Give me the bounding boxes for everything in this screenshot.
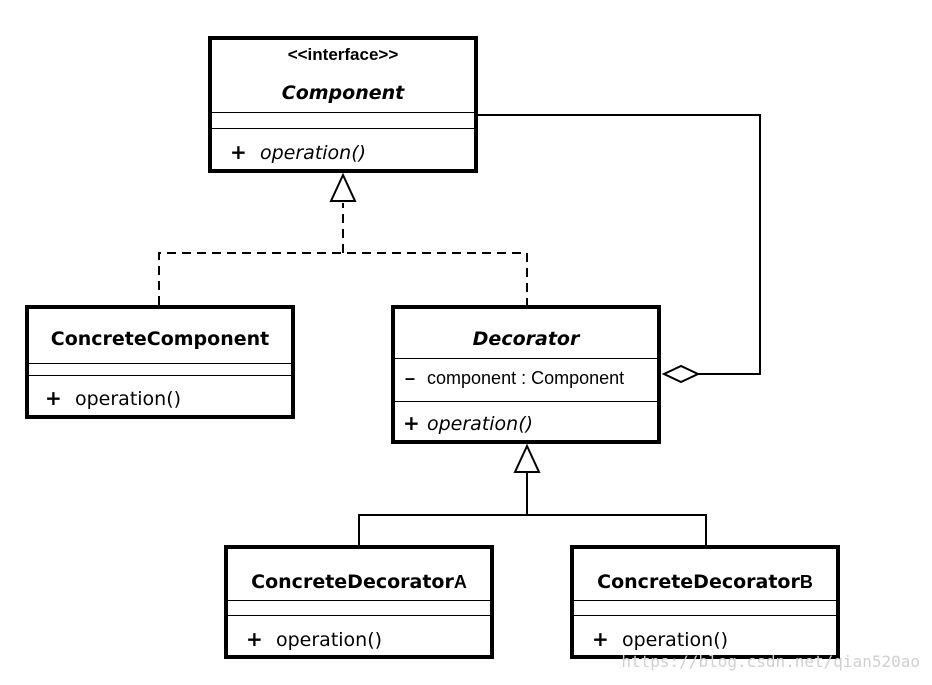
- aggregation-diamond: [661, 364, 701, 384]
- class-concrete-decorator-b: ConcreteDecoratorB + operation(): [570, 545, 840, 659]
- attribute-divider: [212, 112, 474, 113]
- operation-label: operation(): [427, 413, 534, 435]
- class-name: Component: [281, 82, 405, 104]
- class-name-suffix: B: [799, 572, 813, 592]
- attribute-divider: [574, 600, 836, 601]
- aggregation-connector: [477, 114, 761, 384]
- attribute-divider: [395, 358, 657, 359]
- class-name: ConcreteComponent: [50, 328, 270, 350]
- operation-divider: [29, 375, 291, 376]
- operation-row: + operation(): [45, 386, 181, 410]
- attribute-row: –component : Component: [405, 368, 624, 389]
- visibility-private: –: [405, 368, 416, 388]
- class-name-row: ConcreteDecoratorB: [574, 571, 836, 593]
- class-concrete-component: ConcreteComponent + operation(): [25, 305, 295, 419]
- class-name: ConcreteDecorator: [597, 571, 800, 593]
- visibility-public: +: [246, 627, 263, 651]
- class-concrete-decorator-a: ConcreteDecoratorA + operation(): [224, 545, 494, 659]
- realization-arrowhead: [329, 172, 357, 202]
- inheritance-connector: [358, 443, 707, 545]
- class-name: Decorator: [472, 328, 580, 350]
- class-component: <<interface>> Component + operation(): [208, 36, 478, 173]
- operation-divider: [212, 128, 474, 129]
- operation-row: + operation(): [403, 411, 533, 435]
- attribute-label: component : Component: [427, 368, 625, 388]
- operation-divider: [574, 615, 836, 616]
- class-name-suffix: A: [453, 572, 467, 592]
- visibility-public: +: [230, 140, 247, 164]
- attribute-divider: [228, 600, 490, 601]
- operation-label: operation(): [276, 629, 383, 651]
- visibility-public: +: [403, 411, 420, 435]
- visibility-public: +: [592, 627, 609, 651]
- operation-row: + operation(): [246, 627, 382, 651]
- realization-connector: [158, 172, 528, 305]
- inheritance-arrowhead: [513, 443, 541, 473]
- class-decorator: Decorator –component : Component + operat…: [391, 305, 661, 444]
- operation-label: operation(): [75, 388, 182, 410]
- operation-label: operation(): [622, 629, 729, 651]
- class-name: ConcreteDecorator: [251, 571, 454, 593]
- watermark: https://blog.csdn.net/qian520ao: [621, 652, 920, 671]
- operation-row: + operation(): [592, 627, 728, 651]
- operation-label: operation(): [260, 142, 367, 164]
- class-name-row: ConcreteDecoratorA: [228, 571, 490, 593]
- operation-divider: [228, 615, 490, 616]
- operation-divider: [395, 401, 657, 402]
- visibility-public: +: [45, 386, 62, 410]
- stereotype-label: <<interface>>: [287, 45, 399, 64]
- operation-row: + operation(): [230, 140, 366, 164]
- attribute-divider: [29, 363, 291, 364]
